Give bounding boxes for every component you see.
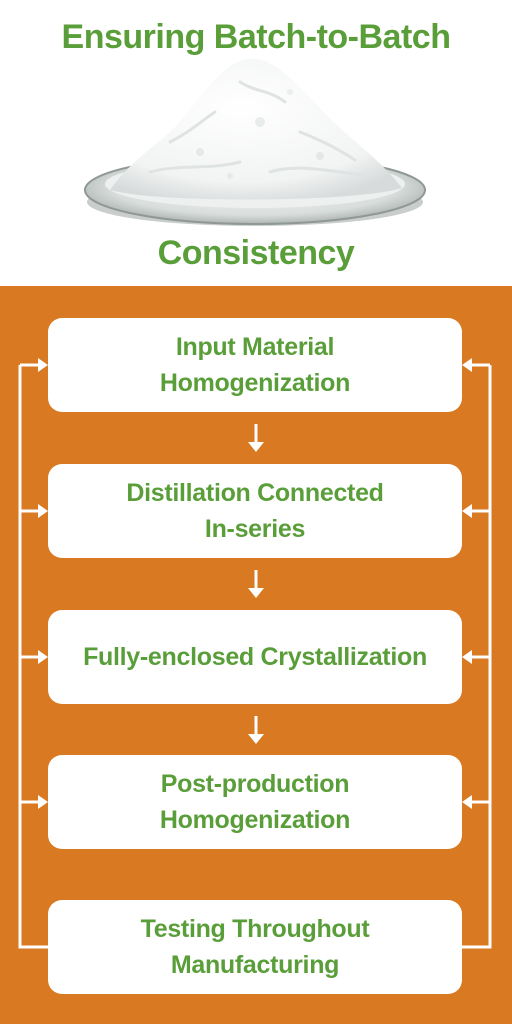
powder-mound [110,58,402,200]
step-post-production-homogenization: Post-production Homogenization [48,755,462,849]
step-testing: Testing Throughout Manufacturing [48,900,462,994]
title-line-2: Consistency [157,234,355,272]
step-input-homogenization: Input Material Homogenization [48,318,462,412]
step-label: Post-production Homogenization [159,770,351,834]
header: Ensuring Batch-to-Batch Consistency [0,0,512,286]
powder-texture [148,80,372,178]
step-label: Testing Throughout Manufacturing [140,915,370,979]
powder-dish-illustration [84,58,426,226]
step-crystallization: Fully-enclosed Crystallization [48,610,462,704]
step-distillation: Distillation Connected In-series [48,464,462,558]
step-label: Input Material Homogenization [159,333,351,397]
step-label: Fully-enclosed Crystallization [83,643,427,671]
title-line-1: Ensuring Batch-to-Batch [61,18,451,56]
step-label: Distillation Connected In-series [126,479,384,543]
